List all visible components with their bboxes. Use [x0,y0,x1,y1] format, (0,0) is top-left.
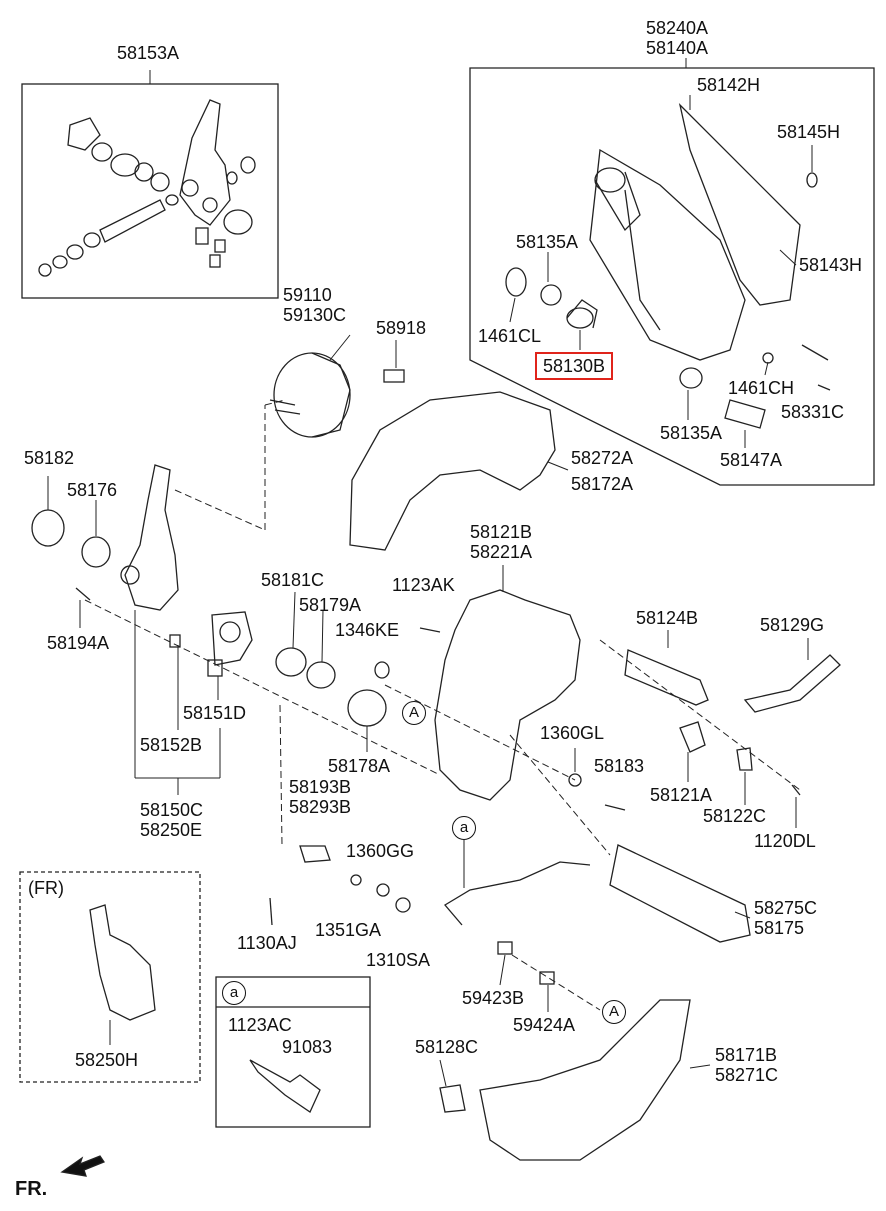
ref-a-cable-marker: a [452,816,476,840]
label-59423B: 59423B [462,988,525,1008]
label-58194A: 58194A [47,633,110,653]
label-1120DL: 1120DL [754,831,816,851]
label-58124B: 58124B [636,608,699,628]
fr-box-title: (FR) [28,878,64,898]
label-58152B: 58152B [140,735,203,755]
label-1360GL: 1360GL [540,723,605,743]
label-1360GG: 1360GG [346,841,415,861]
assembly-dash-lines [84,399,801,1011]
label-58121A: 58121A [650,785,713,805]
leader-lines [47,58,813,1087]
label-58176: 58176 [67,480,118,500]
brake-shoe-drawing [505,102,831,429]
label-58147A: 58147A [720,450,783,470]
label-58135A-bottom: 58135A [660,423,723,443]
label-58183: 58183 [594,756,645,776]
washers-center [275,627,441,727]
label-58135A-top: 58135A [516,232,579,252]
label-58128C: 58128C [415,1037,479,1057]
label-58221A: 58221A [470,542,533,562]
label-58179A: 58179A [299,595,362,615]
label-58250H: 58250H [75,1050,139,1070]
label-58918: 58918 [376,318,427,338]
label-58122C: 58122C [703,806,767,826]
label-58129G: 58129G [760,615,825,635]
label-58145H: 58145H [777,122,841,142]
label-58130B-highlighted[interactable]: 58130B [535,352,614,380]
bracket-58193B [299,845,331,863]
label-1346KE: 1346KE [335,620,400,640]
sensor-59424A [539,971,555,985]
sensor-59423B [497,941,513,955]
box-58153A [21,83,279,299]
label-58275C: 58275C [754,898,818,918]
label-58272A: 58272A [571,448,634,468]
label-58172A: 58172A [571,474,634,494]
label-58171B: 58171B [715,1045,778,1065]
slack-adjuster-parts-drawing [38,99,256,277]
ref-a-box-marker: a [222,981,246,1005]
label-58182: 58182 [24,448,75,468]
front-direction-arrow [60,1155,105,1177]
clip-58128C [439,1084,466,1113]
box-fr [19,871,201,1083]
label-59130C: 59130C [283,305,347,325]
label-1123AC: 1123AC [228,1015,292,1035]
label-58121B: 58121B [470,522,533,542]
brake-chamber-drawing [269,352,405,438]
abs-sensor-cable [444,861,591,926]
bolt-clip-drawing [249,1059,321,1113]
label-58151D: 58151D [183,703,247,723]
label-59110: 59110 [283,285,332,305]
front-direction-label: FR. [15,1178,48,1200]
label-91083: 91083 [282,1037,333,1057]
label-58143H: 58143H [799,255,863,275]
dust-shield-lower [479,999,691,1161]
ref-A-left-marker: A [402,701,426,725]
label-1461CH: 1461CH [728,378,795,398]
label-58150C: 58150C [140,800,204,820]
label-1310SA: 1310SA [366,950,431,970]
label-1123AK: 1123AK [392,575,455,595]
label-1351GA: 1351GA [315,920,382,940]
label-58250E: 58250E [140,820,203,840]
slack-adjuster-left [31,464,253,677]
label-58153A: 58153A [117,43,180,63]
slack-adjuster-fr-drawing [89,904,156,1021]
label-58293B: 58293B [289,797,352,817]
label-58181C: 58181C [261,570,325,590]
label-58142H: 58142H [697,75,761,95]
label-58331C: 58331C [781,402,845,422]
box-ref-a [215,976,371,1128]
label-59424A: 59424A [513,1015,576,1035]
label-58240A: 58240A [646,18,709,38]
label-1130AJ: 1130AJ [237,933,297,953]
label-58175: 58175 [754,918,805,938]
label-1461CL: 1461CL [478,326,542,346]
label-58271C: 58271C [715,1065,779,1085]
dust-shield-upper [349,391,556,551]
label-58140A: 58140A [646,38,709,58]
box-58240A [469,67,875,486]
label-58193B: 58193B [289,777,352,797]
label-58178A: 58178A [328,756,391,776]
spider-drawing [434,589,581,801]
ref-A-right-marker: A [602,1000,626,1024]
